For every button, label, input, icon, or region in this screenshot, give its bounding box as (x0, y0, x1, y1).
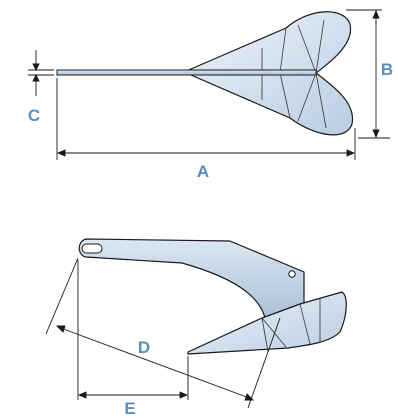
dimension-c (28, 50, 54, 96)
dimension-c-label: C (28, 106, 40, 125)
pivot-hole (288, 270, 296, 278)
anchor-side-view: D E (45, 238, 347, 418)
dimension-b (346, 9, 390, 139)
fluke-facet-lines (261, 19, 327, 129)
dimension-d (45, 257, 281, 409)
dimension-a-label: A (197, 162, 209, 181)
dimension-e (77, 260, 189, 400)
dimension-b-label: B (381, 60, 393, 79)
dimension-d-label: D (138, 338, 150, 357)
shackle-slot (81, 243, 103, 254)
anchor-top-view: C A B (28, 9, 393, 181)
dimension-e-label: E (124, 399, 135, 418)
fluke-side-facets (261, 298, 321, 353)
anchor-shank-top (56, 69, 317, 76)
anchor-shank-side (78, 238, 305, 323)
anchor-fluke-side (187, 291, 347, 355)
dimension-a (56, 78, 356, 160)
